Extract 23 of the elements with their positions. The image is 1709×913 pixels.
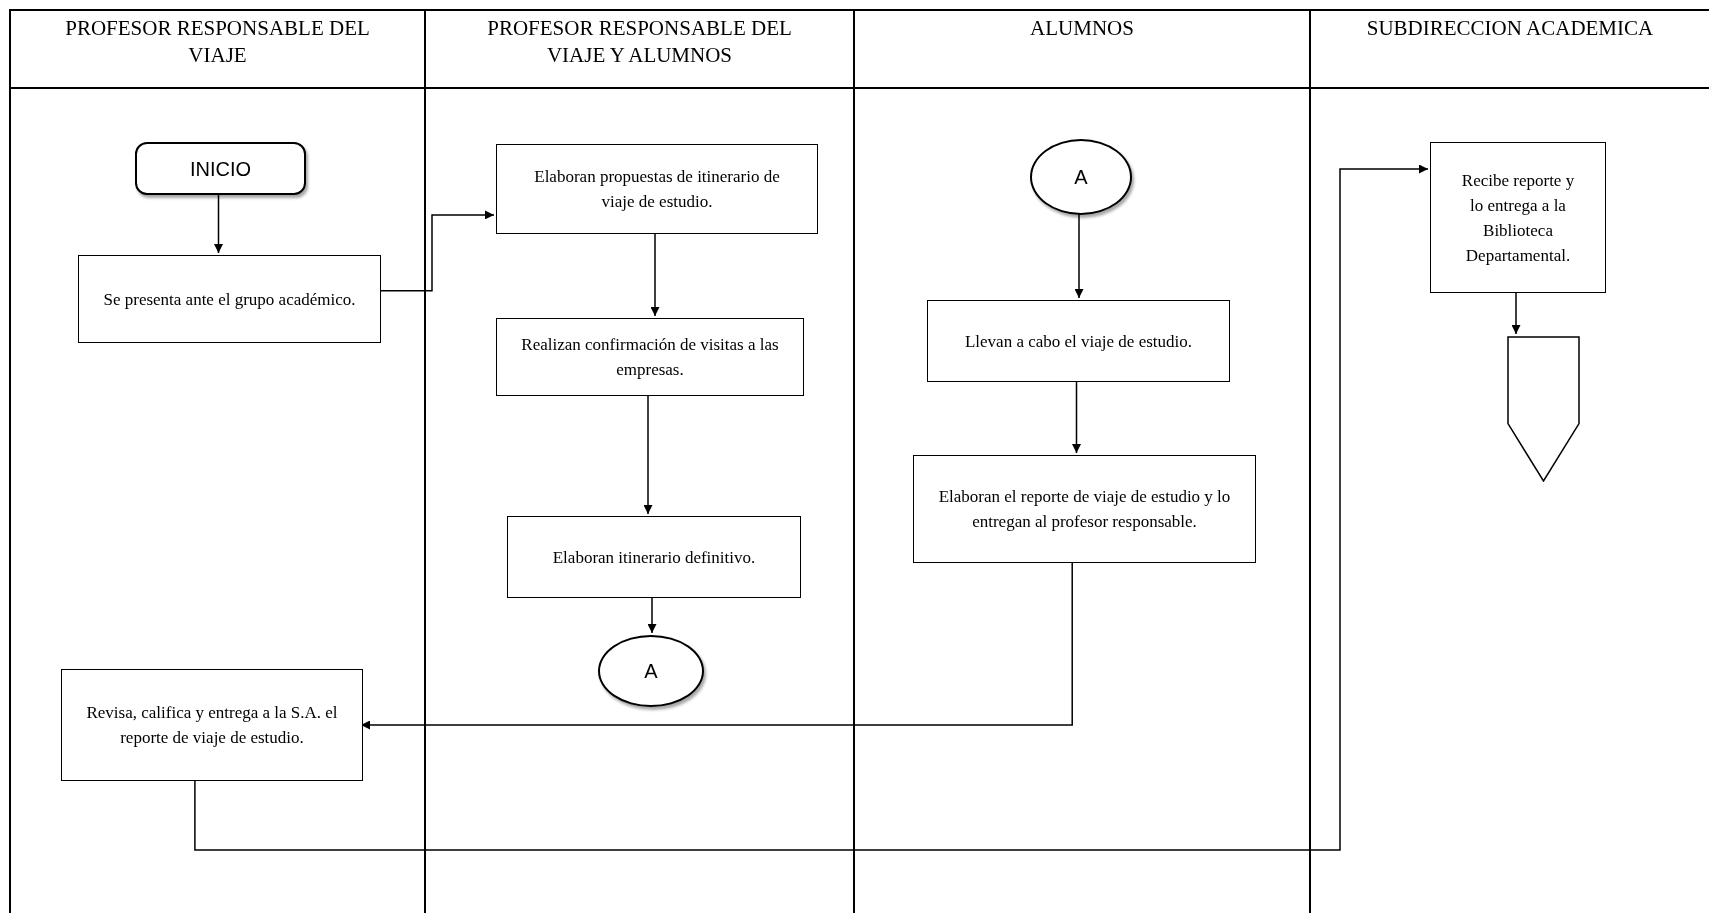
process-box: Realizan confirmación de visitas a las empresas.	[496, 318, 804, 396]
start-terminal: INICIO	[135, 142, 306, 195]
arrow	[214, 192, 223, 254]
arrow	[194, 164, 1429, 851]
process-box: Revisa, califica y entrega a la S.A. el reporte de viaje de estudio.	[61, 669, 363, 781]
lane-header: PROFESOR RESPONSABLE DEL VIAJE Y ALUMNOS	[426, 11, 853, 89]
process-box: Se presenta ante el grupo académico.	[78, 255, 381, 343]
process-box: Elaboran propuestas de itinerario de viaje de estudio.	[496, 144, 818, 234]
connector-circle: A	[1030, 139, 1132, 215]
process-box: Elaboran itinerario definitivo.	[507, 516, 801, 598]
off-page-connector	[1507, 336, 1580, 482]
arrow	[1074, 212, 1084, 299]
lane-header: SUBDIRECCION ACADEMICA	[1311, 11, 1709, 89]
lane-header: PROFESOR RESPONSABLE DEL VIAJE	[11, 11, 424, 89]
swimlane	[9, 9, 424, 913]
process-box: Elaboran el reporte de viaje de estudio y lo entregan al profesor responsable.	[913, 455, 1256, 563]
swimlane	[853, 9, 1309, 913]
connector-circle: A	[598, 635, 704, 707]
swimlane	[1309, 9, 1709, 913]
lane-header: ALUMNOS	[855, 11, 1309, 89]
swimlane	[424, 9, 853, 913]
process-box: Recibe reporte y lo entrega a la Biblioteca Departamental.	[1430, 142, 1606, 293]
process-box: Llevan a cabo el viaje de estudio.	[927, 300, 1230, 382]
